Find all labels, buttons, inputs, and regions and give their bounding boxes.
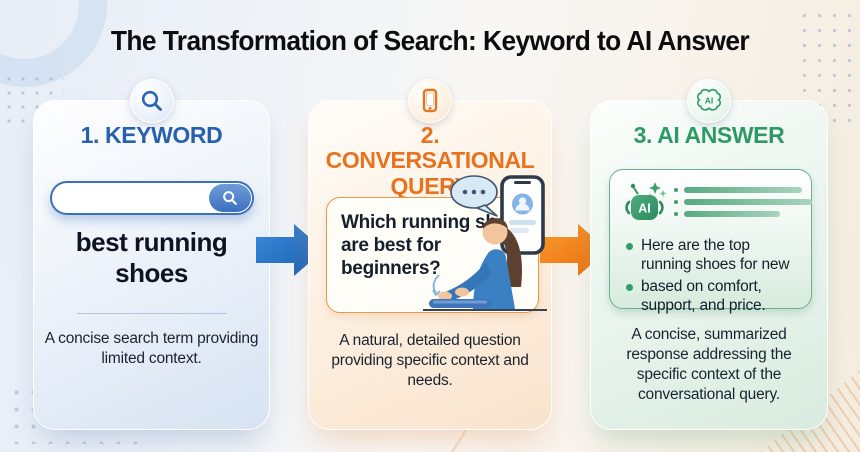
ai-answer-card: AI Here are the top running shoes for ne… bbox=[609, 169, 812, 314]
answer-text-lines bbox=[674, 187, 812, 223]
bullet-dot bbox=[626, 283, 633, 291]
panel-keyword: 1. KEYWORD best running shoes A concise … bbox=[33, 79, 270, 430]
magnifier-badge bbox=[129, 79, 174, 123]
smartphone-icon bbox=[422, 88, 438, 113]
magnifier-icon bbox=[141, 90, 162, 111]
ai-brain-badge: AI bbox=[687, 79, 731, 123]
search-bar[interactable] bbox=[49, 181, 254, 215]
keyword-sample-query: best running shoes bbox=[75, 227, 228, 288]
ai-brain-label: AI bbox=[705, 96, 714, 106]
panel-ai-heading: 3. AI ANSWER bbox=[633, 122, 785, 148]
answer-bullet-text: based on comfort, support, and price. bbox=[641, 277, 766, 314]
panel-ai-answer: AI 3. AI ANSWER bbox=[590, 79, 828, 430]
ai-description: A concise, summarized response addressin… bbox=[626, 326, 792, 404]
search-button-icon bbox=[222, 191, 237, 205]
divider bbox=[76, 313, 227, 314]
ai-robot-label: AI bbox=[638, 202, 651, 216]
answer-bullet-item: Here are the top running shoes for new bbox=[622, 237, 799, 275]
panel-conversational-query: 2. CONVERSATIONAL QUERY Which running sh… bbox=[308, 79, 552, 430]
ai-brain-icon: AI bbox=[697, 88, 721, 111]
panel-keyword-heading: 1. KEYWORD bbox=[80, 122, 223, 148]
answer-bullet-text: Here are the top running shoes for new bbox=[641, 237, 790, 273]
answer-bullet-item: based on comfort, support, and price. bbox=[622, 278, 799, 316]
keyword-description: A concise search term providing limited … bbox=[44, 330, 259, 368]
typing-bubble-icon bbox=[450, 175, 498, 217]
answer-bullet-list: Here are the top running shoes for new b… bbox=[622, 237, 799, 316]
conversational-description: A natural, detailed question providing s… bbox=[331, 332, 529, 390]
smartphone-badge bbox=[408, 79, 452, 123]
conversational-sample-query: Which running shoes are best for beginne… bbox=[341, 212, 529, 280]
page-title: The Transformation of Search: Keyword to… bbox=[110, 25, 750, 56]
bullet-dot bbox=[626, 243, 633, 250]
arrow-right-blue-icon bbox=[256, 224, 324, 276]
woman-figure bbox=[432, 218, 522, 309]
search-button[interactable] bbox=[208, 184, 251, 212]
ai-robot-icon: AI bbox=[625, 182, 667, 220]
person-typing-illustration bbox=[423, 175, 547, 311]
